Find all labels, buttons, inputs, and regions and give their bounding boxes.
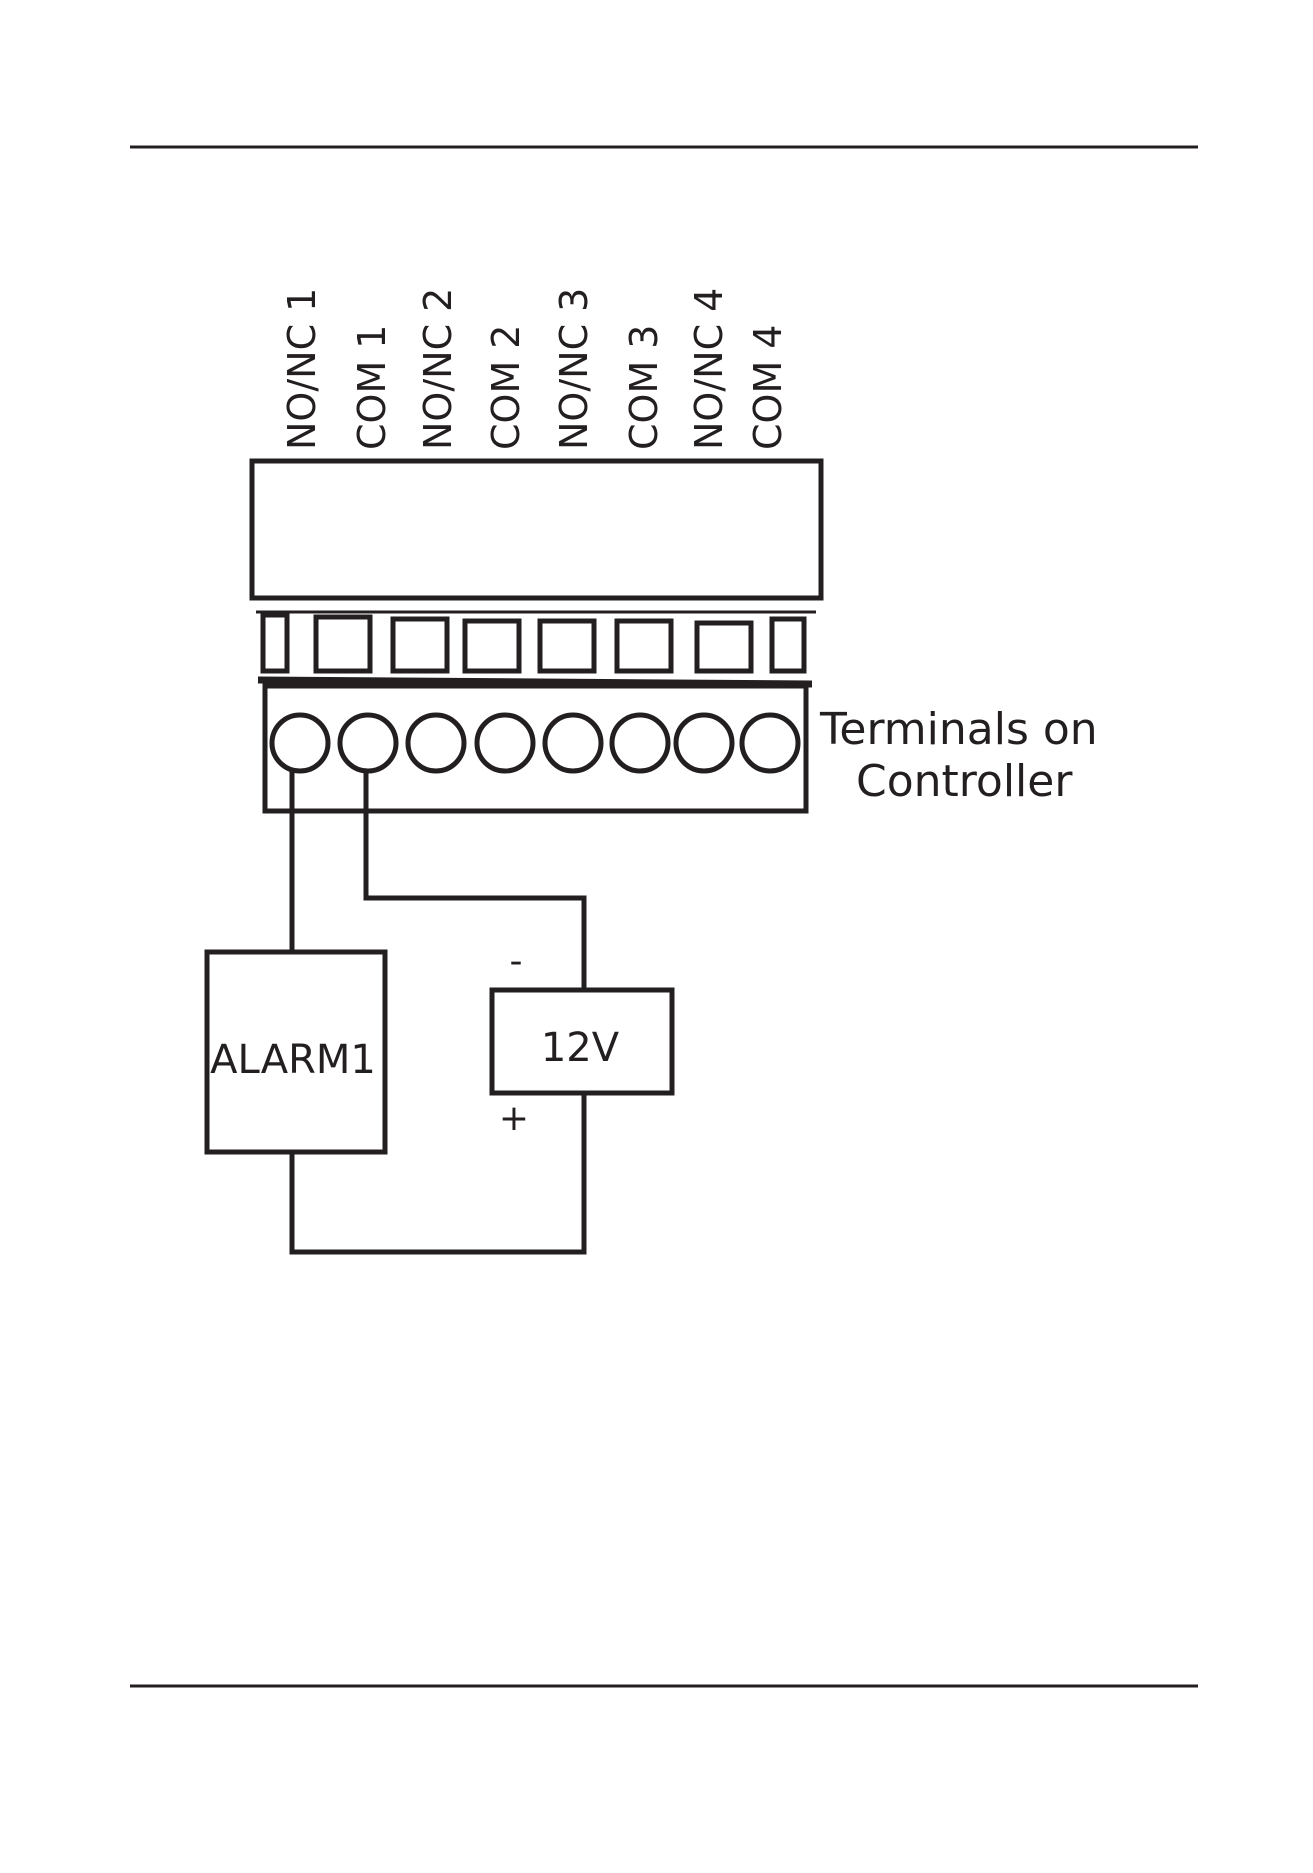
terminal-screw-4 bbox=[477, 715, 533, 771]
pin-base-rail bbox=[258, 680, 812, 684]
terminal-labels: NO/NC 1 COM 1 NO/NC 2 COM 2 NO/NC 3 COM … bbox=[280, 288, 790, 450]
terminal-label-com3: COM 3 bbox=[622, 325, 666, 451]
connector-pin bbox=[697, 623, 751, 671]
wires bbox=[292, 771, 584, 1252]
terminal-screw-1 bbox=[272, 715, 328, 771]
connector-pin bbox=[617, 621, 671, 671]
terminal-label-nonc1: NO/NC 1 bbox=[280, 288, 324, 450]
controller-caption-line2: Controller bbox=[856, 756, 1073, 807]
terminal-screw-6 bbox=[612, 715, 668, 771]
connector-pin bbox=[772, 619, 804, 671]
terminal-screw-5 bbox=[545, 715, 601, 771]
terminal-screw-7 bbox=[676, 715, 732, 771]
connector-pin bbox=[465, 621, 519, 671]
terminal-label-nonc4: NO/NC 4 bbox=[687, 288, 731, 450]
terminal-screw-8 bbox=[742, 715, 798, 771]
terminal-screw-2 bbox=[340, 715, 396, 771]
controller-caption-line1: Terminals on bbox=[819, 704, 1098, 755]
connector-pin bbox=[263, 615, 287, 671]
negative-terminal-symbol: - bbox=[510, 941, 523, 982]
terminal-screw-3 bbox=[408, 715, 464, 771]
connector-pins bbox=[263, 615, 804, 671]
terminal-label-nonc2: NO/NC 2 bbox=[416, 288, 460, 450]
alarm-label: ALARM1 bbox=[210, 1037, 376, 1083]
wire-com1-to-psu-negative bbox=[366, 771, 584, 990]
connector-housing bbox=[252, 461, 821, 598]
terminal-label-com4: COM 4 bbox=[746, 325, 790, 451]
connector-pin bbox=[393, 619, 447, 671]
terminal-label-com2: COM 2 bbox=[484, 325, 528, 451]
connector-pin bbox=[316, 617, 370, 671]
terminal-label-nonc3: NO/NC 3 bbox=[552, 288, 596, 450]
terminal-label-com1: COM 1 bbox=[350, 325, 394, 451]
positive-terminal-symbol: + bbox=[499, 1098, 529, 1139]
power-supply-label: 12V bbox=[541, 1025, 620, 1071]
terminal-block bbox=[265, 686, 806, 811]
terminal-screws bbox=[272, 715, 798, 771]
connector-pin bbox=[540, 621, 594, 671]
wire-alarm-to-psu-positive bbox=[292, 1093, 584, 1252]
